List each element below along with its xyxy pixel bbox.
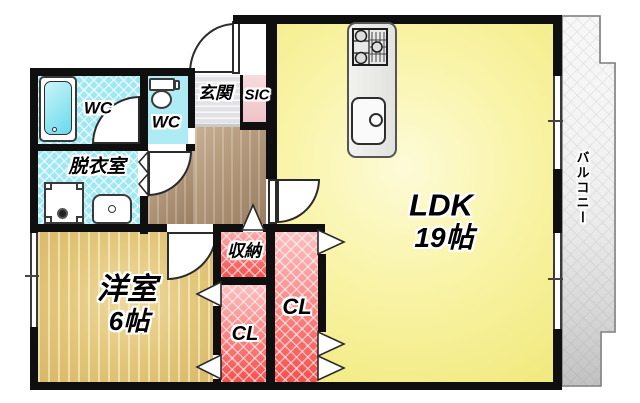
bathtub-drain [52, 127, 57, 132]
wall-entrance-sic-divider [240, 75, 243, 122]
wall-left-lower [30, 327, 38, 390]
wall-western-top [30, 224, 167, 232]
closet-left-folding-door-2 [195, 353, 222, 381]
closet-right-folding-door-1 [317, 228, 346, 256]
wall-storage-bottom [213, 277, 266, 285]
toilet-bowl-icon [151, 90, 172, 109]
stove-icon [352, 28, 388, 66]
wall-bath-top [30, 68, 195, 76]
storage-folding-door [240, 203, 266, 231]
washer-foot [76, 182, 84, 190]
wall-closet-divider [266, 224, 275, 382]
dressing-folding-door-2 [137, 171, 149, 198]
entrance-floor [195, 75, 240, 125]
bathtub-basin [44, 81, 72, 135]
wall-bath-toilet-divider [140, 68, 148, 152]
entrance-step-line [195, 124, 240, 127]
washer-foot [44, 216, 52, 224]
closet-left-floor [221, 285, 266, 382]
wall-western-closet-a [213, 232, 221, 282]
closet-right-folding-door-3 [317, 354, 346, 382]
wall-dressing-hall [140, 196, 148, 234]
wall-closet-right-edge [318, 254, 326, 332]
ldk-door-leaf [268, 179, 277, 224]
wall-storage-top-right [263, 224, 325, 232]
sink-faucet [108, 205, 116, 213]
wall-top [233, 15, 562, 24]
washer-foot [44, 182, 52, 190]
shoe-closet-floor [243, 75, 266, 122]
washer-foot [76, 216, 84, 224]
dressing-folding-door-1 [137, 149, 149, 176]
wall-bath-bottom [30, 144, 148, 151]
wall-western-closet-c [213, 379, 221, 384]
kitchen-faucet [369, 113, 383, 127]
wall-toilet-bottom [186, 144, 195, 151]
wall-right-upper [553, 15, 562, 76]
closet-right-folding-door-2 [317, 330, 346, 358]
wall-ldk-left [266, 15, 277, 179]
window-ldk-upper [553, 76, 562, 169]
window-western-tick [25, 275, 39, 277]
closet-right-floor [275, 232, 318, 382]
balcony-outline [561, 15, 616, 387]
closet-left-folding-door-1 [195, 280, 222, 308]
wall-right-middle [553, 169, 562, 233]
washer-drain [57, 208, 68, 219]
wall-western-closet-b [213, 306, 221, 355]
window-ldk-lower [553, 233, 562, 329]
hallway-door-arc [148, 151, 192, 196]
window-ldk-upper-tick [548, 120, 563, 122]
window-western [30, 233, 38, 327]
wall-sic-bottom [240, 122, 266, 130]
toilet-handle [174, 80, 180, 90]
wall-entrance-left [188, 68, 195, 128]
wall-bottom [30, 382, 562, 390]
wall-left-upper [30, 68, 38, 234]
wall-right-lower [553, 329, 562, 390]
western-room-door-arc [167, 232, 217, 280]
storage-floor [221, 232, 266, 277]
window-ldk-lower-tick [548, 278, 563, 280]
wall-storage-top-left [213, 224, 243, 232]
